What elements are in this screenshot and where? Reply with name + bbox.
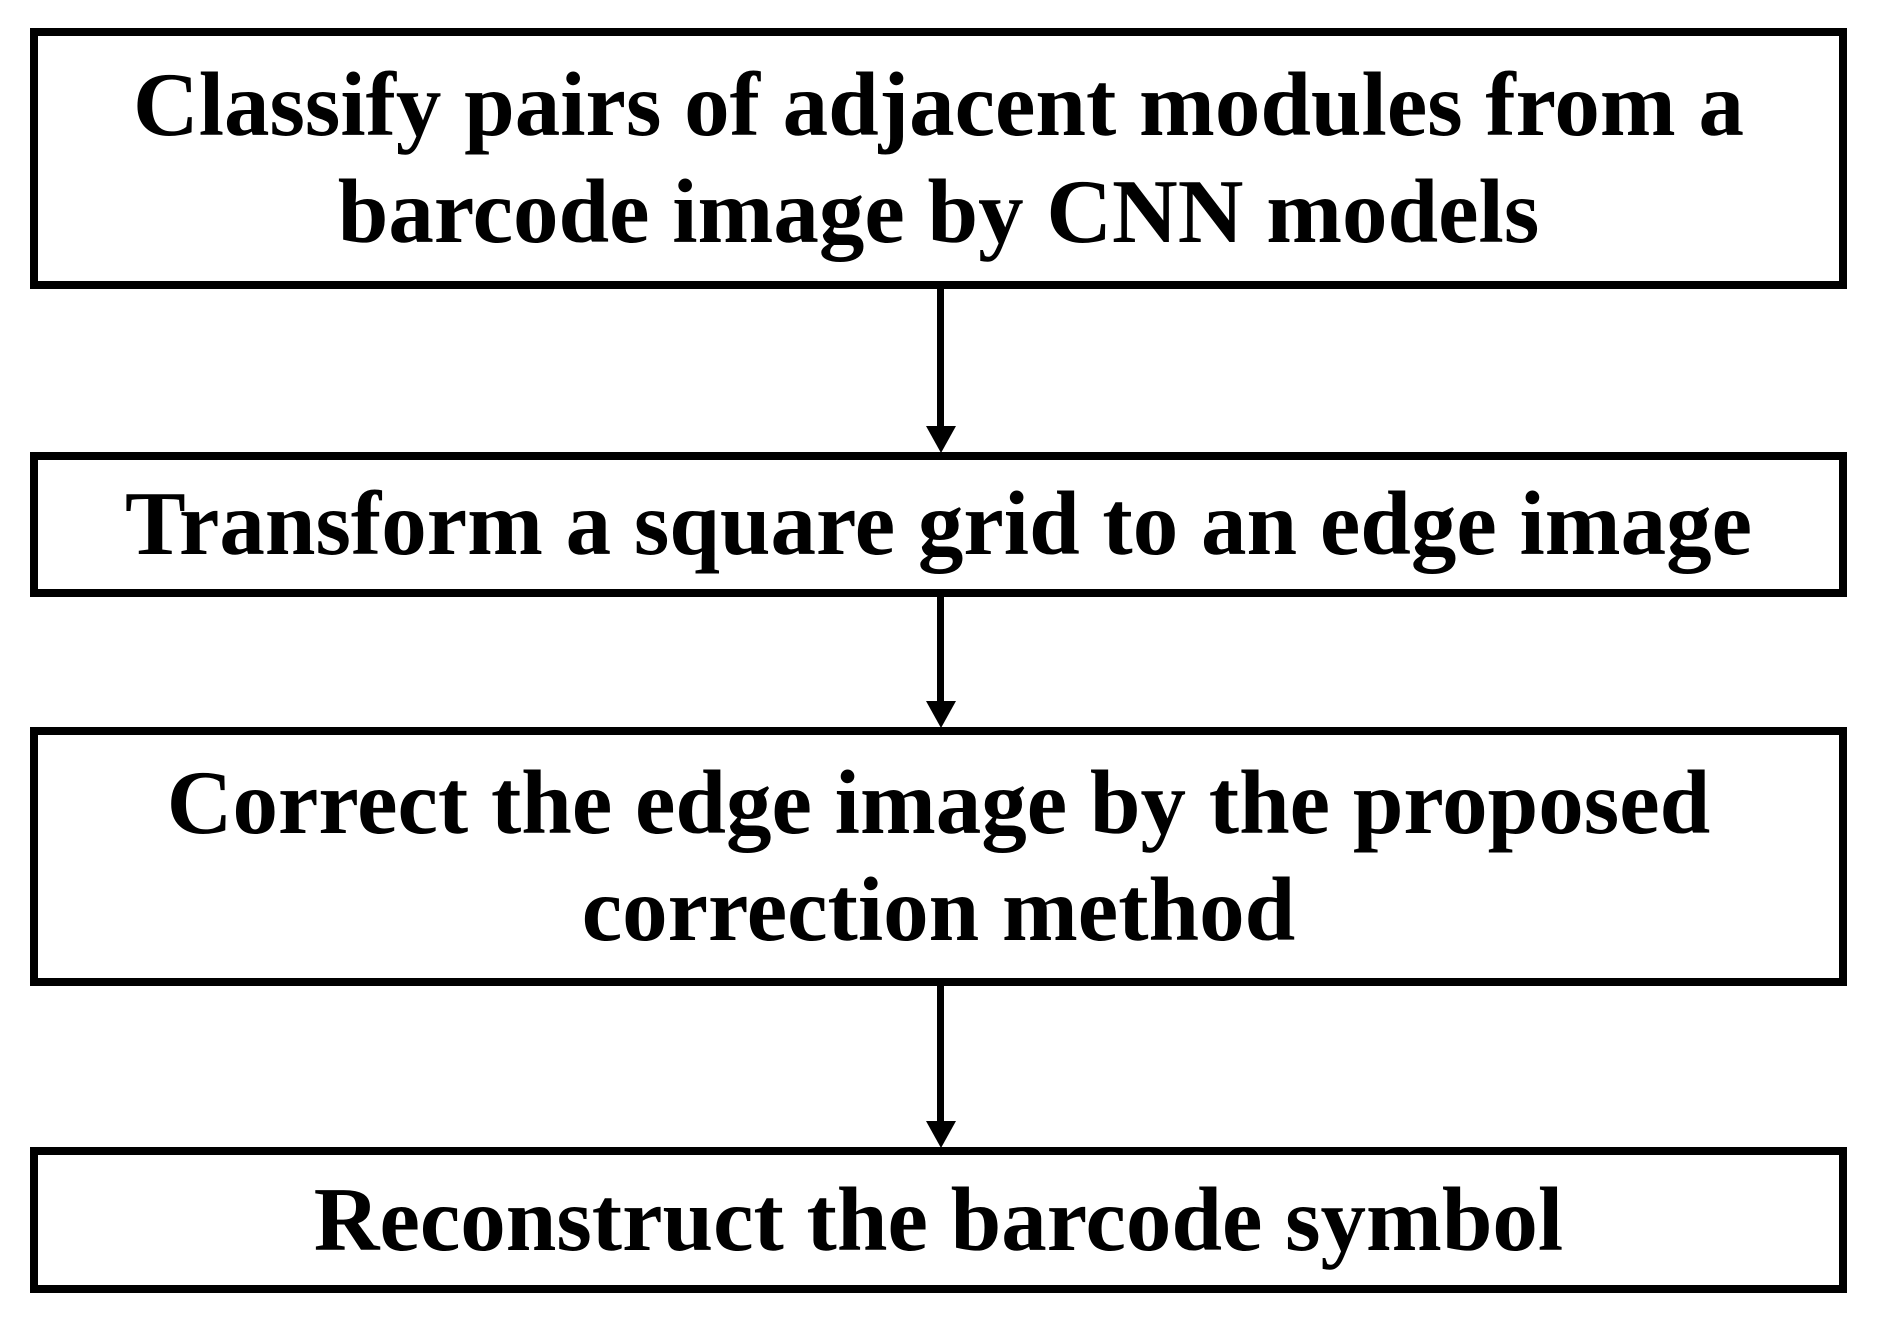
arrow-shaft	[937, 985, 944, 1123]
arrow-shaft	[937, 288, 944, 428]
flow-step-label: Classify pairs of adjacent modules from …	[133, 54, 1744, 262]
arrow-down-3	[925, 985, 957, 1148]
arrow-down-1	[925, 288, 957, 453]
flow-step-label: Correct the edge image by the proposed c…	[166, 752, 1711, 960]
arrow-down-2	[925, 596, 957, 728]
arrowhead-icon	[926, 701, 956, 728]
arrowhead-icon	[926, 426, 956, 453]
flow-step-correct-edge-image: Correct the edge image by the proposed c…	[30, 727, 1847, 986]
flow-step-label: Transform a square grid to an edge image	[125, 473, 1752, 575]
arrow-shaft	[937, 596, 944, 703]
flow-step-classify-modules: Classify pairs of adjacent modules from …	[30, 28, 1847, 289]
flow-step-reconstruct-symbol: Reconstruct the barcode symbol	[30, 1147, 1847, 1293]
arrowhead-icon	[926, 1121, 956, 1148]
flow-step-label: Reconstruct the barcode symbol	[313, 1168, 1564, 1270]
flow-step-transform-grid: Transform a square grid to an edge image	[30, 452, 1847, 597]
